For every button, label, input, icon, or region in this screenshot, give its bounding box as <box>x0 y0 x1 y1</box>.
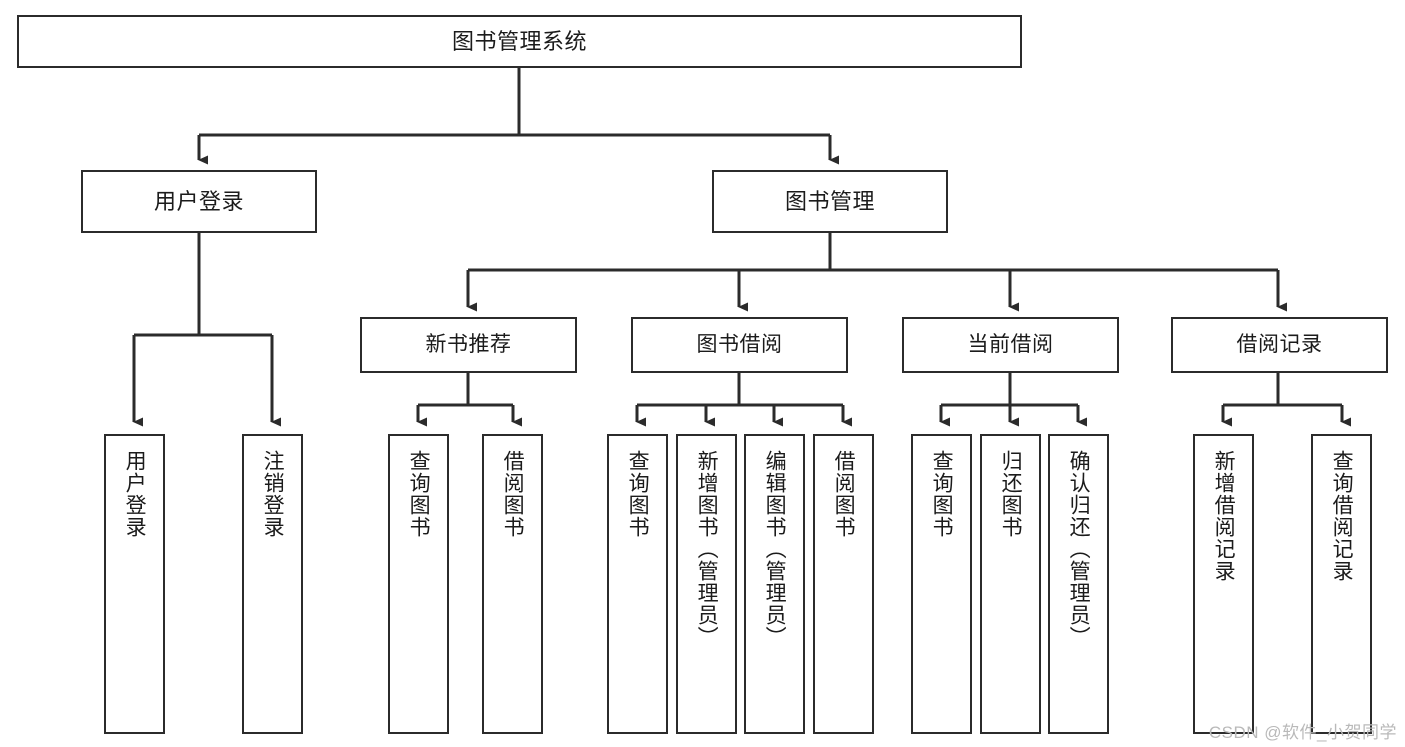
watermark: CSDN @软件_小贺同学 <box>1208 723 1397 742</box>
node-leaf-query-borrow-record[interactable]: 查询借阅记录 <box>1311 434 1372 734</box>
node-leaf-query-book-current[interactable]: 查询图书 <box>911 434 972 734</box>
node-book-borrow[interactable]: 图书借阅 <box>631 317 848 373</box>
node-leaf-add-borrow-record[interactable]: 新增借阅记录 <box>1193 434 1254 734</box>
node-leaf-borrow-book[interactable]: 借阅图书 <box>813 434 874 734</box>
node-book-management[interactable]: 图书管理 <box>712 170 948 233</box>
node-label: 图书管理 <box>784 188 875 214</box>
node-label: 借阅图书 <box>501 450 525 538</box>
node-leaf-query-book[interactable]: 查询图书 <box>607 434 668 734</box>
node-leaf-logout[interactable]: 注销登录 <box>242 434 303 734</box>
node-leaf-confirm-return-admin[interactable]: 确认归还（管理员） <box>1048 434 1109 734</box>
node-label: 注销登录 <box>261 450 285 538</box>
node-leaf-edit-book-admin[interactable]: 编辑图书（管理员） <box>744 434 805 734</box>
node-leaf-query-book-recommend[interactable]: 查询图书 <box>388 434 449 734</box>
node-current-borrow[interactable]: 当前借阅 <box>902 317 1119 373</box>
node-label: 新增借阅记录 <box>1212 450 1236 582</box>
node-user-login[interactable]: 用户登录 <box>81 170 317 233</box>
node-leaf-add-book-admin[interactable]: 新增图书（管理员） <box>676 434 737 734</box>
node-leaf-return-book[interactable]: 归还图书 <box>980 434 1041 734</box>
node-label: 归还图书 <box>999 450 1023 538</box>
node-label: 查询图书 <box>626 450 650 538</box>
node-borrow-record[interactable]: 借阅记录 <box>1171 317 1388 373</box>
node-label: 用户登录 <box>123 450 147 538</box>
node-label: 图书借阅 <box>696 332 783 356</box>
node-label: 用户登录 <box>153 188 244 214</box>
node-label: 编辑图书（管理员） <box>763 450 787 648</box>
node-label: 借阅记录 <box>1236 332 1323 356</box>
node-root-book-management-system[interactable]: 图书管理系统 <box>17 15 1022 68</box>
node-label: 新书推荐 <box>425 332 512 356</box>
node-label: 图书管理系统 <box>451 28 587 54</box>
node-label: 借阅图书 <box>832 450 856 538</box>
node-label: 确认归还（管理员） <box>1067 450 1091 648</box>
node-new-book-recommend[interactable]: 新书推荐 <box>360 317 577 373</box>
node-leaf-borrow-book-recommend[interactable]: 借阅图书 <box>482 434 543 734</box>
node-label: 查询图书 <box>930 450 954 538</box>
node-label: 查询借阅记录 <box>1330 450 1354 582</box>
node-leaf-user-login[interactable]: 用户登录 <box>104 434 165 734</box>
node-label: 新增图书（管理员） <box>695 450 719 648</box>
node-label: 查询图书 <box>407 450 431 538</box>
node-label: 当前借阅 <box>967 332 1054 356</box>
